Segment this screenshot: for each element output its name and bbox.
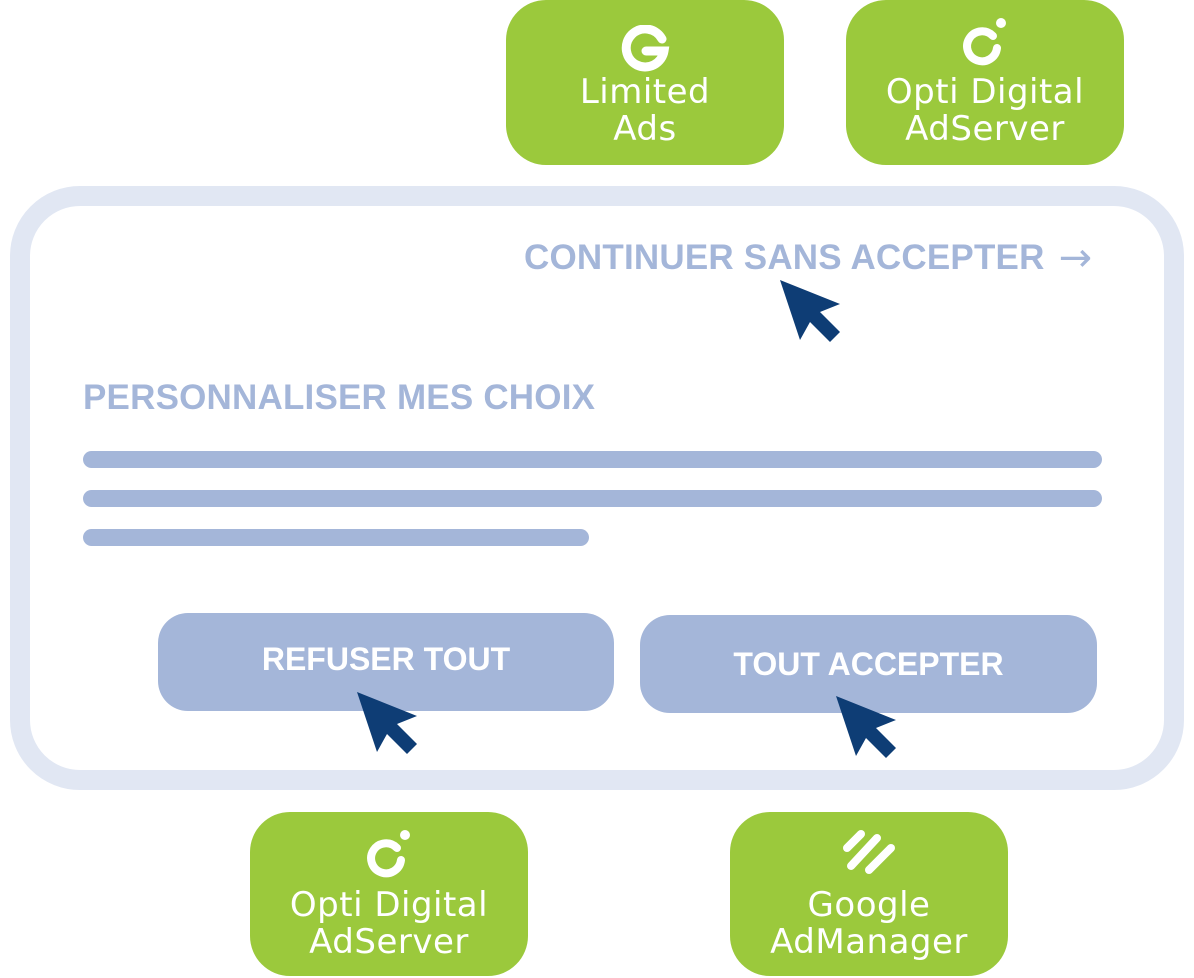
opti-digital-adserver-badge-top: Opti Digital AdServer <box>846 0 1124 165</box>
limited-ads-badge: Limited Ads <box>506 0 784 165</box>
placeholder-text-line <box>83 451 1102 468</box>
accept-all-button[interactable]: TOUT ACCEPTER <box>640 615 1097 713</box>
opti-digital-adserver-label-top: Opti Digital AdServer <box>885 72 1085 149</box>
placeholder-text-line <box>83 529 589 546</box>
refuse-all-label: REFUSER TOUT <box>261 640 511 677</box>
customize-choices-heading: PERSONNALISER MES CHOIX <box>83 378 596 417</box>
google-ad-manager-icon <box>843 830 895 874</box>
limited-ads-label: Limited Ads <box>579 72 711 149</box>
opti-digital-icon <box>367 830 410 878</box>
cursor-pointer-icon <box>836 696 896 758</box>
google-admanager-label: Google AdManager <box>770 885 968 962</box>
google-admanager-badge: Google AdManager <box>730 812 1008 976</box>
placeholder-text-line <box>83 490 1102 507</box>
arrow-right-icon: → <box>1058 235 1093 281</box>
opti-digital-adserver-label-bottom: Opti Digital AdServer <box>289 885 489 962</box>
continue-without-accepting-label: CONTINUER SANS ACCEPTER <box>524 238 1045 277</box>
cursor-pointer-icon <box>780 280 840 342</box>
continue-without-accepting-link[interactable]: CONTINUER SANS ACCEPTER → <box>524 235 1093 281</box>
opti-digital-adserver-badge-bottom: Opti Digital AdServer <box>250 812 528 976</box>
opti-digital-icon <box>963 18 1006 66</box>
refuse-all-button[interactable]: REFUSER TOUT <box>158 613 614 711</box>
accept-all-label: TOUT ACCEPTER <box>733 645 1004 682</box>
google-g-icon <box>621 25 670 72</box>
cursor-pointer-icon <box>357 692 417 754</box>
